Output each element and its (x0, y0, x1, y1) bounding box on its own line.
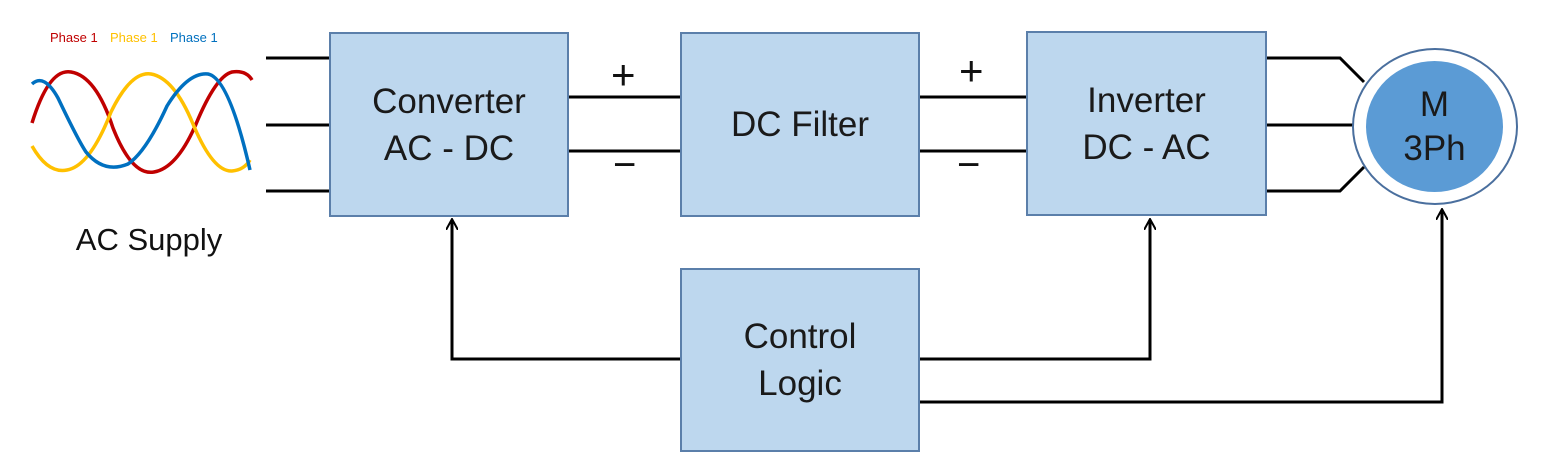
dc-plus-sign-1: + (611, 51, 636, 98)
dc-minus-sign-2: − (957, 143, 981, 187)
dc-plus-sign-2: + (959, 47, 984, 94)
output-line-1 (1266, 56, 1366, 84)
phase-legend-blue: Phase 1 (170, 30, 218, 45)
motor-core: M 3Ph (1366, 61, 1503, 192)
converter-block: Converter AC - DC (329, 32, 569, 217)
motor-output-lines (1266, 56, 1366, 193)
phase-blue-wave (30, 72, 252, 171)
dc-minus-sign-1: − (613, 143, 637, 187)
motor-phase-label: 3Ph (1403, 128, 1466, 168)
control-title: Control (743, 317, 857, 356)
ac-input-lines (266, 56, 330, 193)
motor-symbol: M 3Ph (1352, 48, 1518, 205)
converter-title: Converter (372, 81, 526, 121)
control-to-inverter-line (918, 220, 1150, 361)
ac-supply-label: AC Supply (75, 222, 223, 257)
inverter-block: Inverter DC - AC (1026, 31, 1267, 216)
phase-red-wave (30, 69, 254, 174)
phase-legend-yellow: Phase 1 (110, 30, 158, 45)
control-lines (452, 210, 1442, 404)
control-logic-block: Control Logic (680, 268, 920, 452)
control-subtitle: Logic (758, 364, 842, 403)
dc-filter-block: DC Filter (680, 32, 920, 217)
converter-subtitle: AC - DC (383, 128, 515, 168)
ac-waveforms (30, 69, 254, 174)
phase-legend-red: Phase 1 (50, 30, 98, 45)
inverter-title: Inverter (1087, 80, 1206, 120)
motor-label: M (1419, 84, 1450, 124)
inverter-subtitle: DC - AC (1082, 127, 1211, 167)
phase-yellow-wave (30, 72, 252, 173)
dc-filter-title: DC Filter (730, 105, 870, 144)
control-to-motor-line (918, 210, 1442, 404)
dc-bus-lines (568, 95, 1027, 153)
output-line-3 (1266, 165, 1366, 193)
control-to-converter-line (452, 220, 681, 361)
